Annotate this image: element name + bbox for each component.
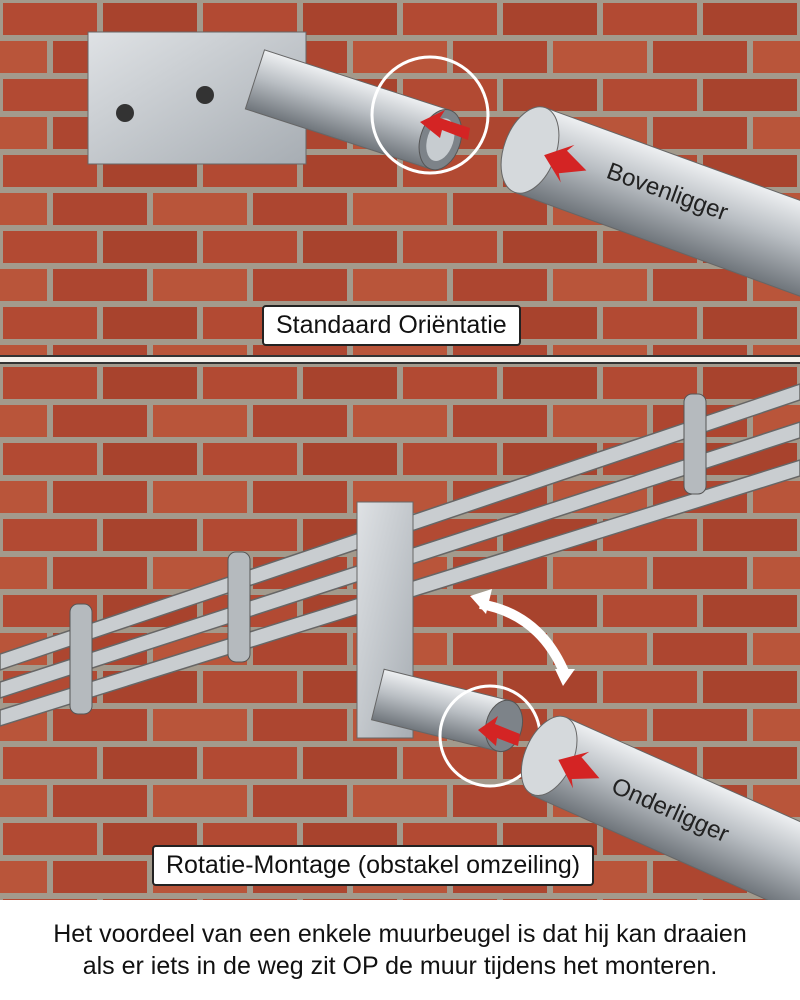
standard-orientation-illustration: Bovenligger	[0, 0, 800, 355]
rotation-arrow-icon	[479, 599, 570, 676]
caption-line-1: Het voordeel van een enkele muurbeugel i…	[53, 920, 747, 948]
top-rail-pipe: Bovenligger	[500, 106, 800, 303]
top-panel-standard-orientation: Bovenligger Standaard Oriëntatie	[0, 0, 800, 355]
rotation-mounting-label: Rotatie-Montage (obstakel omzeiling)	[152, 845, 595, 886]
rotation-mounting-illustration: Onderligger	[0, 364, 800, 900]
caption: Het voordeel van een enkele muurbeugel i…	[0, 918, 800, 982]
caption-line-2: als er iets in de weg zit OP de muur tij…	[82, 952, 718, 980]
highlight-circle	[370, 55, 490, 175]
conduit-clips	[69, 393, 707, 715]
bottom-panel-rotation-mounting: Onderligger Rotatie-Montage (obstakel om…	[0, 364, 800, 900]
panel-divider	[0, 355, 800, 364]
standard-orientation-label: Standaard Oriëntatie	[262, 305, 521, 346]
arrow-icon	[478, 716, 520, 746]
arrow-icon	[420, 110, 470, 140]
bottom-rail-pipe: Onderligger	[520, 715, 800, 900]
